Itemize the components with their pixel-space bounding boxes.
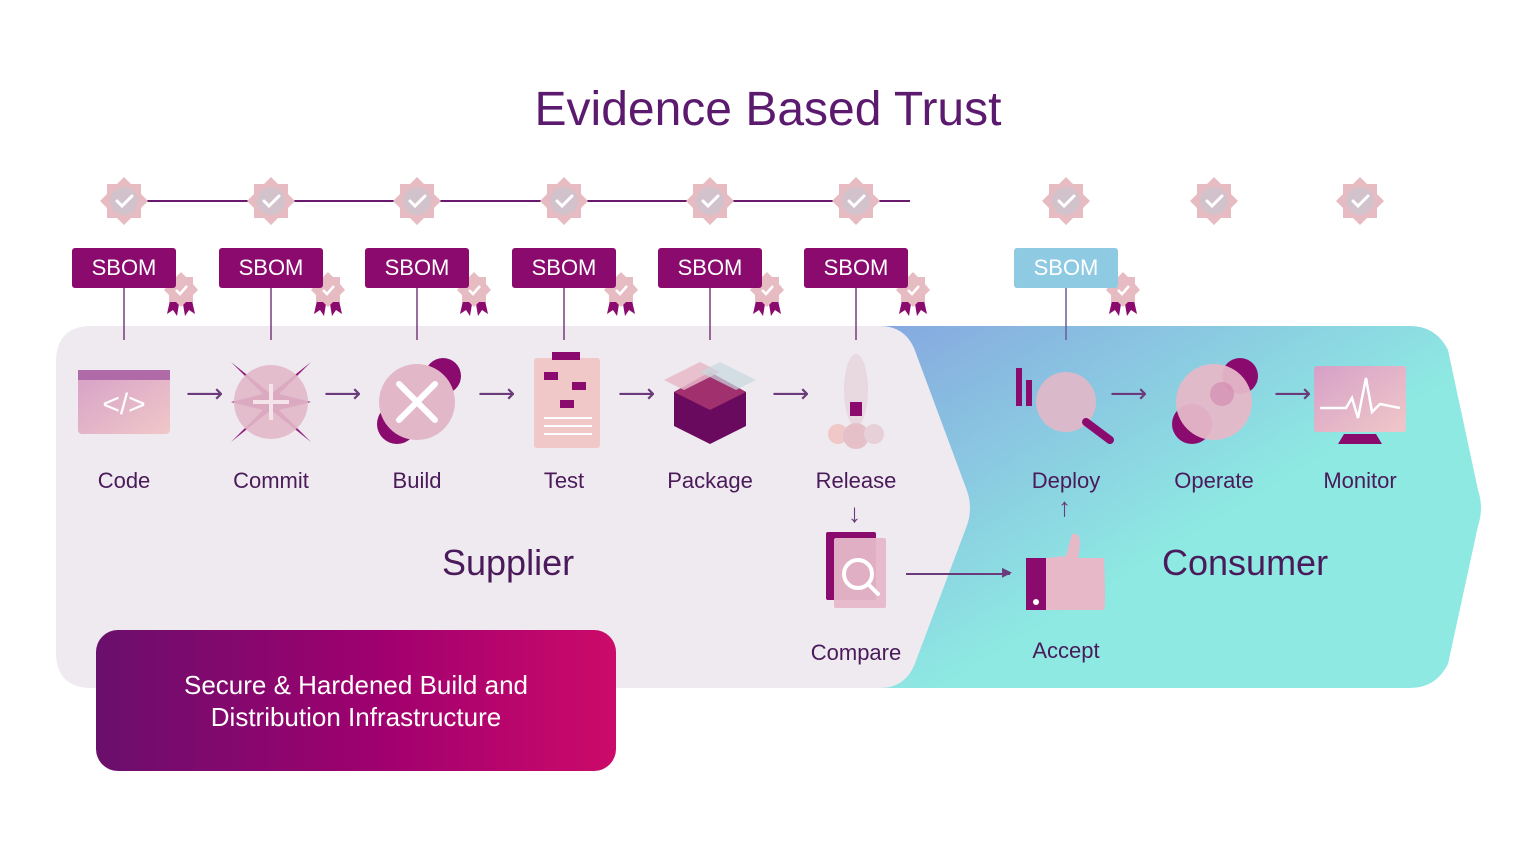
- node-label-accept: Accept: [1032, 638, 1100, 663]
- infrastructure-banner: Secure & Hardened Build and Distribution…: [96, 630, 616, 771]
- flow-arrow: ⟶: [618, 378, 656, 408]
- verified-badge-icon: [1190, 177, 1238, 225]
- stage-label-package: Package: [667, 468, 753, 493]
- banner-line-1: Secure & Hardened Build and: [183, 669, 528, 700]
- deploy-analytics-icon: [1016, 368, 1114, 444]
- sbom-tag-build: SBOM: [365, 248, 469, 288]
- flow-arrow: ⟶: [1110, 378, 1148, 408]
- section-title-supplier: Supplier: [442, 542, 575, 583]
- verified-badge-icon: [393, 177, 441, 225]
- stage-label-operate: Operate: [1174, 468, 1254, 493]
- flow-arrow-down: ↓: [848, 498, 861, 528]
- verified-badge-icon: [1042, 177, 1090, 225]
- section-title-consumer: Consumer: [1162, 542, 1329, 583]
- banner-line-2: Distribution Infrastructure: [210, 701, 502, 732]
- stage-label-deploy: Deploy: [1031, 468, 1101, 493]
- flow-arrow: ⟶: [772, 378, 810, 408]
- verified-badge-icon: [832, 177, 880, 225]
- package-box-icon: [664, 362, 756, 444]
- node-label-compare: Compare: [810, 640, 902, 665]
- operate-gears-icon: [1172, 358, 1258, 444]
- accept-thumbs-up-icon: [1026, 533, 1105, 610]
- verified-badge-icon: [540, 177, 588, 225]
- stage-label-build: Build: [392, 468, 442, 493]
- sbom-tag-code: SBOM: [72, 248, 176, 288]
- verified-badge-icon: [100, 177, 148, 225]
- diagram-title: Evidence Based Trust: [534, 83, 1002, 136]
- sbom-connectors: [123, 287, 1067, 340]
- verified-badge-icon: [247, 177, 295, 225]
- rocket-release-icon: [828, 354, 884, 449]
- sbom-tag-package: SBOM: [658, 248, 762, 288]
- commit-merge-icon: [231, 362, 311, 442]
- compare-to-accept-connector: [906, 573, 1010, 575]
- stage-label-monitor: Monitor: [1323, 468, 1397, 493]
- verified-badge-icon: [1336, 177, 1384, 225]
- code-window-icon: </>: [78, 370, 170, 434]
- stage-label-release: Release: [815, 468, 897, 493]
- flow-arrow: ⟶: [324, 378, 362, 408]
- sbom-tag-test: SBOM: [512, 248, 616, 288]
- verified-badge-icon: [686, 177, 734, 225]
- stage-label-test: Test: [543, 468, 585, 493]
- flow-arrow: ⟶: [478, 378, 516, 408]
- flow-arrowhead: ▸: [1002, 561, 1013, 583]
- sbom-tag-release: SBOM: [804, 248, 908, 288]
- sbom-tag-deploy: SBOM: [1014, 248, 1118, 288]
- monitor-heartbeat-icon: [1314, 366, 1406, 444]
- test-checklist-icon: [534, 352, 600, 448]
- build-tools-icon: [377, 358, 461, 444]
- flow-arrow-up: ↑: [1058, 492, 1071, 522]
- compare-search-icon: [826, 532, 886, 608]
- svg-text:</>: </>: [102, 388, 145, 421]
- stage-label-commit: Commit: [233, 468, 309, 493]
- flow-arrow: ⟶: [186, 378, 224, 408]
- flow-arrow: ⟶: [1274, 378, 1312, 408]
- sbom-tag-commit: SBOM: [219, 248, 323, 288]
- stage-label-code: Code: [97, 468, 151, 493]
